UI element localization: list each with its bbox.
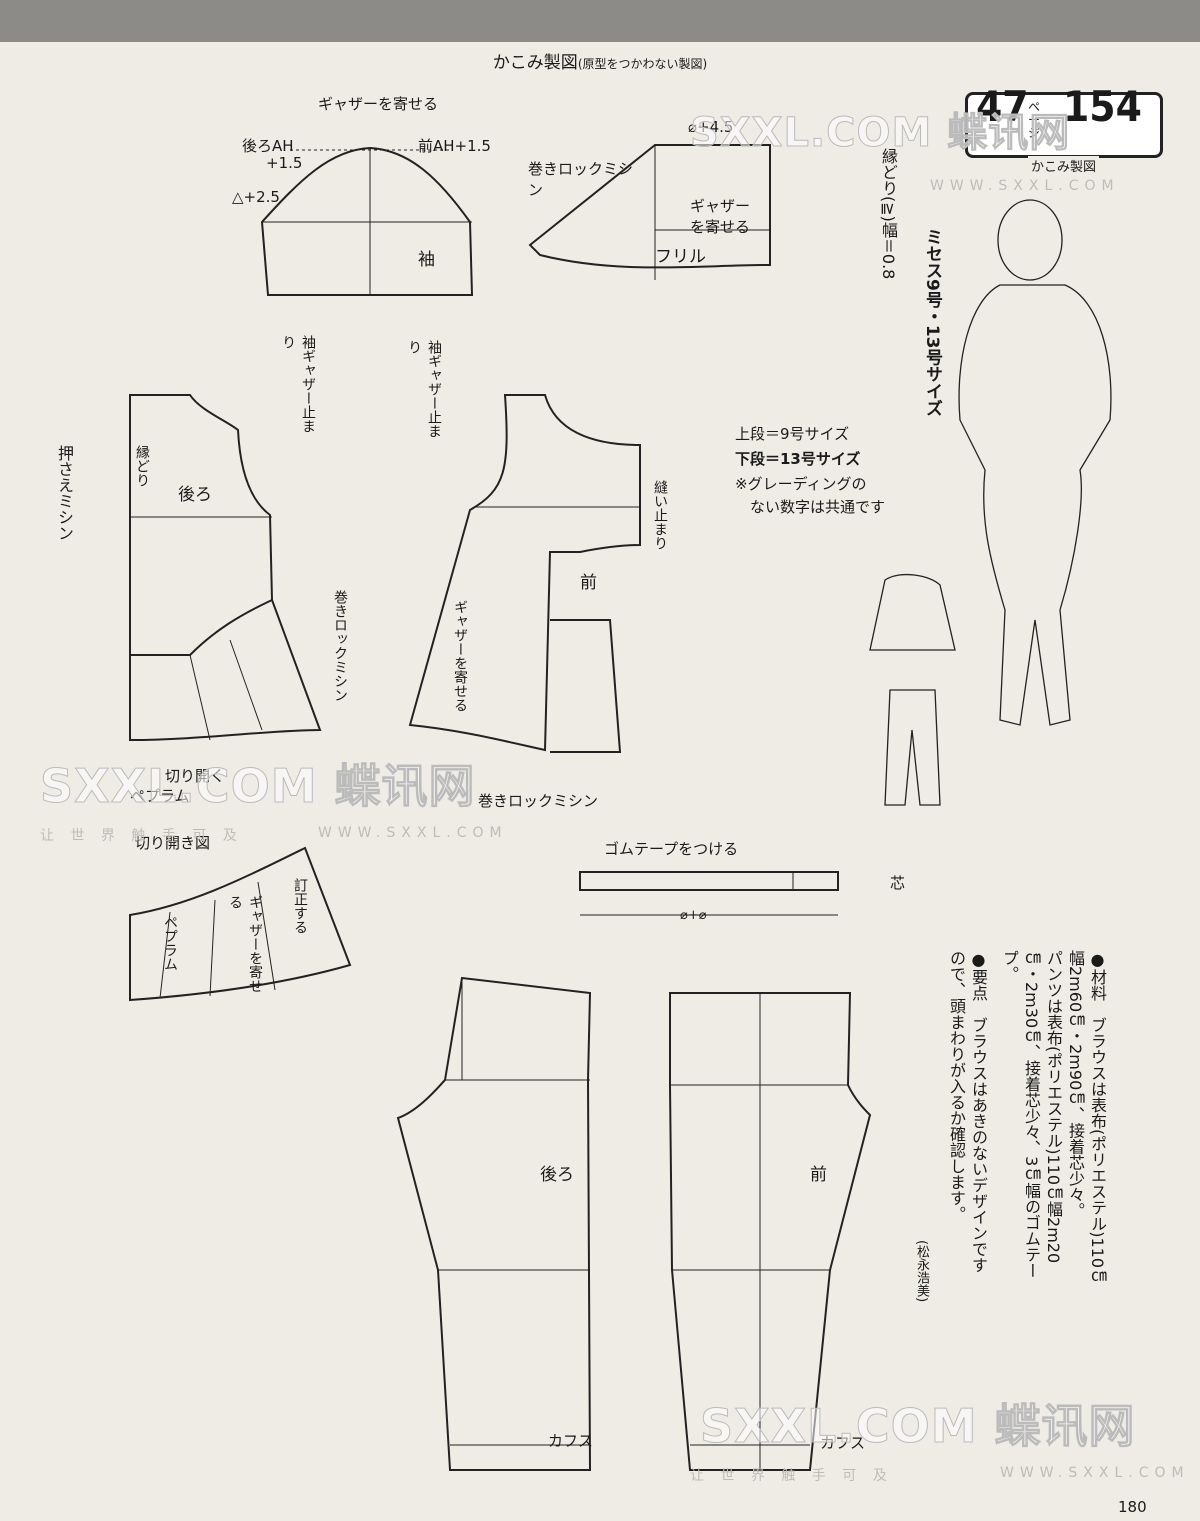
cut-diagram-correct: 訂正する — [292, 878, 308, 934]
back-bodice-outline — [129, 394, 274, 656]
back-binding-label: 縁どり — [134, 445, 150, 487]
sleeve-tri-label: △+2.5 — [232, 188, 280, 206]
page-title: かこみ製図(原型をつかわない製図) — [0, 48, 1200, 73]
pants-back-cuffs: カフス — [548, 1432, 594, 1450]
watermark-bottom: SXXL.COM 蝶讯网 — [700, 1399, 1136, 1454]
frill-serger-label: 巻きロックミシン — [528, 160, 634, 199]
size-lower: 下段＝13号サイズ — [735, 450, 861, 468]
sleeve-gather-label: ギャザーを寄せる — [318, 95, 439, 113]
watermark-mid: SXXL.COM 蝶讯网 — [40, 759, 476, 814]
front-bodice-label: 前 — [580, 573, 597, 593]
top-band — [0, 0, 1200, 42]
peplum-cutopen-outline — [129, 846, 352, 1002]
waistband-label: ゴムテープをつける — [604, 840, 739, 858]
front-serger-label: 巻きロックミシン — [478, 792, 599, 810]
frill-outline — [528, 144, 771, 269]
waistband-formula: ⌀+⌀ — [680, 908, 707, 923]
back-bodice-label: 後ろ — [178, 485, 212, 505]
watermark-slogan-mid: 让 世 界 触 手 可 及 — [40, 828, 243, 844]
page-number: 180 — [1118, 1498, 1147, 1516]
cut-diagram-peplum: ペプラム — [162, 915, 178, 971]
size-upper: 上段＝9号サイズ — [735, 425, 850, 443]
back-pants-outline — [396, 976, 592, 1471]
cut-diagram-gather: ギャザーを寄せる — [227, 895, 263, 993]
materials-line4: ㎝・2m30㎝、接着芯少々、3㎝幅のゴムテー — [1022, 950, 1041, 1279]
pants-front-cuffs: カフス — [820, 1434, 866, 1452]
sleeve-back-ah-plus: +1.5 — [266, 154, 303, 172]
title-sub: (原型をつかわない製図) — [577, 57, 708, 71]
frill-top-label: ⌀+4.5 — [688, 118, 734, 136]
sleeve-front-ah-label: 前AH+1.5 — [418, 137, 491, 155]
badge-caption: かこみ製図 — [1028, 156, 1100, 175]
back-press-label: 押さえミシン — [55, 445, 74, 541]
back-peplum-outline — [129, 599, 322, 742]
materials-line5: プ。 — [1000, 950, 1019, 982]
sleeve-label: 袖 — [418, 250, 435, 270]
size-grading-2: ない数字は共通です — [750, 498, 886, 516]
pants-front-label: 前 — [810, 1165, 827, 1185]
front-sleeve-gather-label: 袖ギャザー止まり — [406, 340, 442, 438]
front-pants-outline — [669, 992, 872, 1471]
frill-binding-label: 縁どり(≧)幅＝0.8 — [879, 148, 898, 280]
materials-credit: (松永浩美) — [914, 1240, 929, 1303]
front-peplum-outline — [550, 619, 622, 753]
materials-line2: 幅2m60㎝・2m90㎝、接着芯少々。 — [1066, 950, 1085, 1219]
title-main: かこみ製図 — [492, 53, 578, 73]
size-grading-1: ※グレーディングの — [735, 475, 867, 493]
materials-line7: ので、頭まわりが入るか確認します。 — [947, 950, 966, 1222]
frill-gather-label: ギャザーを寄せる — [690, 197, 751, 236]
cut-diagram-title: 切り開き図 — [135, 834, 211, 852]
front-stitch-stop-label: 縫い止まり — [652, 480, 668, 550]
watermark-top: SXXL.COM 蝶讯网 — [689, 110, 1071, 157]
watermark-slogan-bottom: 让 世 界 触 手 可 及 — [690, 1468, 893, 1484]
back-peplum-label: ペプラム — [130, 787, 190, 805]
sleeve-outline — [260, 146, 474, 296]
sleeve-back-ah-label: 後ろAH — [242, 137, 294, 155]
back-cutopen-label: 切り開く — [165, 767, 226, 785]
front-gather-label: ギャザーを寄せる — [452, 600, 468, 712]
frill-label: フリル — [655, 247, 706, 267]
back-sleeve-gather-label: 袖ギャザー止まり — [280, 335, 316, 433]
back-serger-label: 巻きロックミシン — [332, 590, 348, 702]
materials-line6: ●要点 ブラウスはあきのないデザインです — [969, 950, 988, 1273]
size-vertical-label: ミセス9号・13号サイズ — [922, 228, 942, 417]
pants-back-label: 後ろ — [540, 1165, 574, 1185]
front-bodice-outline — [408, 394, 641, 752]
waistband-outline — [579, 871, 839, 891]
waistband-interfacing: 芯 — [890, 874, 906, 892]
badge-page-kana: ペ ー ジ — [1028, 100, 1041, 140]
watermark-url-bottom: WWW.SXXL.COM — [1000, 1465, 1190, 1481]
materials-line3: パンツは表布(ポリエステル)110㎝幅2m20 — [1044, 950, 1063, 1264]
watermark-url-mid: WWW.SXXL.COM — [318, 825, 508, 841]
page-badge: 47 ペ ー ジ 154 かこみ製図 — [965, 86, 1163, 175]
model-illustration — [869, 199, 1112, 806]
materials-line1: ●材料 ブラウスは表布(ポリエステル)110㎝ — [1088, 950, 1107, 1285]
watermark-url-top: WWW.SXXL.COM — [930, 178, 1120, 194]
